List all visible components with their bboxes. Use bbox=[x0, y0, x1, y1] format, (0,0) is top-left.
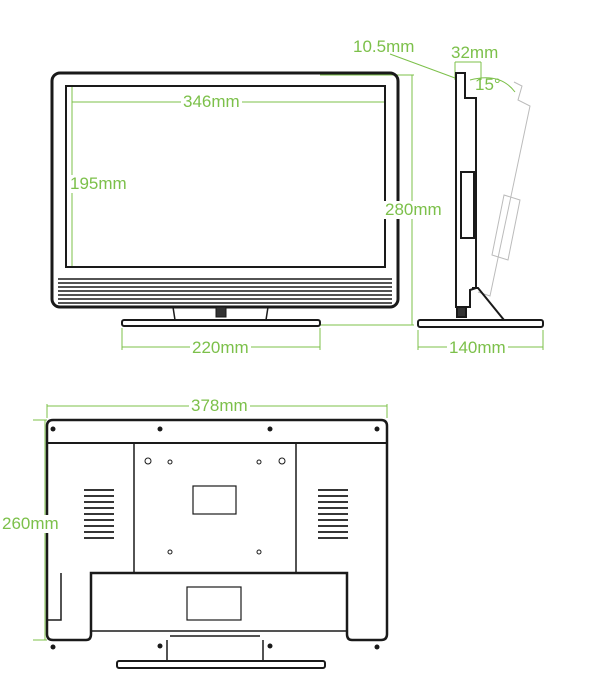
side-view bbox=[417, 72, 544, 328]
total-height-label: 280mm bbox=[383, 200, 444, 219]
depth-label: 32mm bbox=[451, 43, 499, 62]
screen-width-label: 346mm bbox=[181, 92, 242, 111]
back-height-label: 260mm bbox=[0, 514, 61, 533]
back-width-label: 378mm bbox=[189, 396, 250, 415]
screen-height-label: 195mm bbox=[68, 174, 129, 193]
stand-width-label: 220mm bbox=[190, 338, 251, 357]
front-view bbox=[50, 71, 400, 327]
bezel-label: 10.5mm bbox=[353, 37, 415, 56]
back-view bbox=[45, 418, 389, 669]
base-depth-label: 140mm bbox=[447, 338, 508, 357]
tilt-angle-label: 15° bbox=[475, 75, 501, 94]
